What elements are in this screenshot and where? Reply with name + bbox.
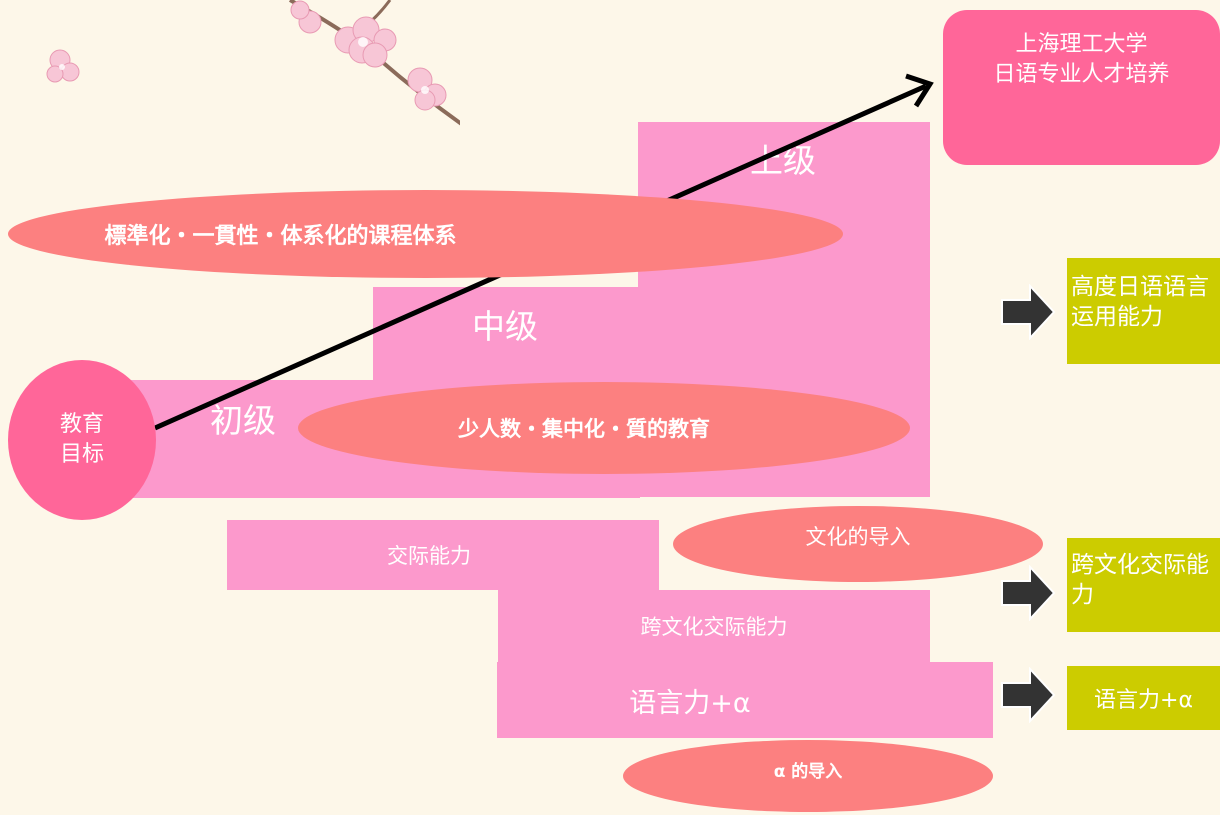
alpha-ellipse: α 的导入 [623, 740, 993, 812]
education-goal-circle: 教育 目标 [8, 360, 156, 520]
right-arrow-icon [1001, 667, 1056, 723]
right-arrow-icon [1001, 284, 1056, 340]
language-plus-label: 语言力+α [629, 687, 751, 719]
target-line-1: 上海理工大学 [1015, 32, 1148, 57]
communication-label: 交际能力 [387, 544, 471, 568]
cross-cultural-bar: 跨文化交际能力 [498, 590, 930, 662]
language-plus-bar: 语言力+α [497, 662, 993, 738]
target-line-2: 日语专业人才培养 [993, 61, 1170, 87]
outcome-high-japanese: 高度日语语言运用能力 [1067, 258, 1220, 364]
outcome-high-japanese-label: 高度日语语言运用能力 [1071, 274, 1209, 331]
outcome-cross-cultural-label: 跨文化交际能力 [1071, 552, 1209, 609]
education-ellipse: 少人数・集中化・質的教育 [298, 382, 910, 474]
curriculum-ellipse: 標準化・一貫性・体系化的课程体系 [8, 190, 843, 278]
goal-line-1: 教育 [59, 412, 104, 438]
right-arrow-icon [1001, 565, 1056, 621]
level-beginner-label: 初级 [210, 401, 276, 440]
target-box: 上海理工大学 日语专业人才培养 [943, 10, 1220, 165]
outcome-cross-cultural: 跨文化交际能力 [1067, 538, 1220, 632]
communication-bar: 交际能力 [227, 520, 659, 590]
goal-line-2: 目标 [59, 442, 104, 467]
level-intermediate-label: 中级 [472, 307, 538, 346]
culture-ellipse: 文化的导入 [673, 506, 1043, 582]
outcome-language-plus-label: 语言力+α [1094, 688, 1193, 713]
cross-cultural-label: 跨文化交际能力 [640, 615, 788, 639]
cherry-blossom-icon [46, 0, 460, 126]
outcome-language-plus: 语言力+α [1067, 666, 1220, 730]
